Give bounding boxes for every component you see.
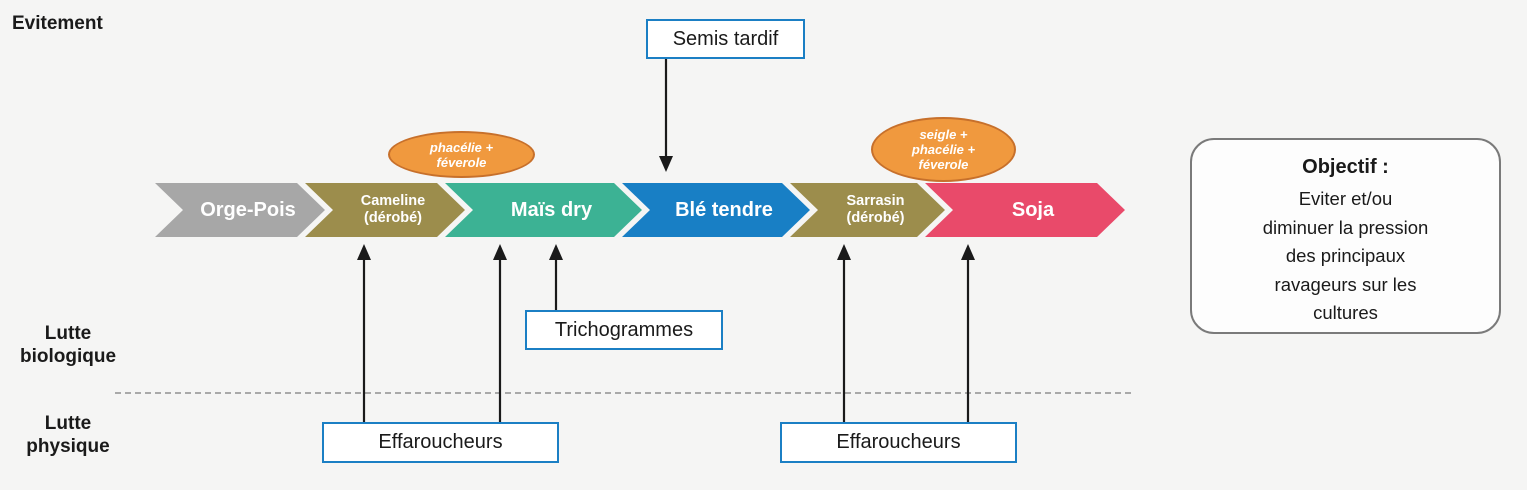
timeline-segment-label: Blé tendre	[675, 199, 773, 221]
bio-phys-dashed-separator	[115, 392, 1131, 394]
timeline-segment-label: Orge-Pois	[200, 199, 296, 221]
objective-body: Eviter et/ou diminuer la pression des pr…	[1262, 188, 1429, 323]
timeline-segment-2: Cameline (dérobé)	[305, 183, 465, 237]
cover-crop-ellipse-phacelie-feverole: phacélie + féverole	[388, 131, 535, 178]
semis-tardif-arrow	[659, 59, 673, 172]
timeline-segment-label: Cameline (dérobé)	[360, 193, 426, 226]
row-label-lutte-biologique: Lutte biologique	[19, 323, 117, 367]
timeline-segment-3: Maïs dry	[445, 183, 642, 237]
trichogrammes-arrow	[549, 244, 563, 310]
timeline-segment-1: Orge-Pois	[155, 183, 325, 237]
trichogrammes-box: Trichogrammes	[525, 310, 723, 350]
effaroucheurs-right-arrow-2	[961, 244, 975, 422]
effaroucheurs-right-box: Effaroucheurs	[780, 422, 1017, 463]
effaroucheurs-left-box: Effaroucheurs	[322, 422, 559, 463]
timeline-segment-6: Soja	[925, 183, 1125, 237]
timeline-segment-5: Sarrasin (dérobé)	[790, 183, 945, 237]
cover-crop-ellipse-seigle-phacelie-feverole: seigle + phacélie + féverole	[871, 117, 1016, 182]
timeline-segment-label: Maïs dry	[510, 199, 593, 221]
timeline-segment-4: Blé tendre	[622, 183, 810, 237]
effaroucheurs-left-arrow-2	[493, 244, 507, 422]
crop-rotation-timeline: Orge-Pois Cameline (dérobé) Maïs dry Blé te…	[152, 183, 1132, 237]
timeline-segment-label: Sarrasin (dérobé)	[846, 193, 905, 226]
timeline-segment-label: Soja	[1011, 199, 1055, 221]
effaroucheurs-left-arrow-1	[357, 244, 371, 422]
effaroucheurs-right-arrow-1	[837, 244, 851, 422]
row-label-lutte-physique: Lutte physique	[26, 413, 110, 457]
semis-tardif-box: Semis tardif	[646, 19, 805, 59]
objective-box: Objectif : Eviter et/ou diminuer la pres…	[1190, 138, 1501, 334]
objective-title: Objectif :	[1302, 156, 1389, 178]
row-label-evitement: Evitement	[12, 13, 103, 34]
